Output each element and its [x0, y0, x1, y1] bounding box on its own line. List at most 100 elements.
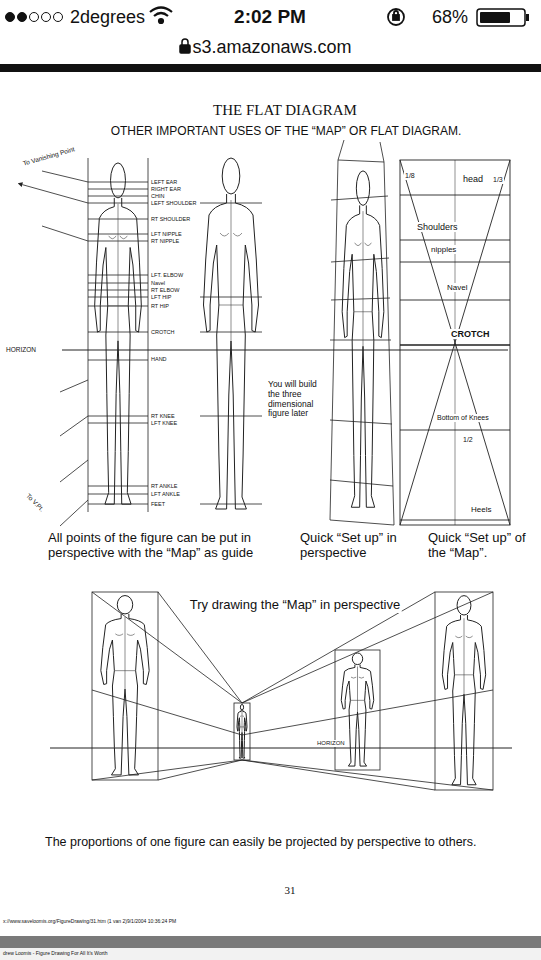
lock-rotation-icon	[394, 11, 398, 15]
map-label: Shoulders	[416, 222, 459, 232]
figure-caption: Quick “Set up” of the “Map”.	[428, 531, 536, 561]
signal-dots	[54, 13, 63, 22]
page-number: 31	[285, 884, 296, 897]
part-label: FEET	[151, 501, 165, 507]
map-diagram	[455, 160, 456, 525]
caption-text: The proportions of one figure can easily…	[45, 835, 477, 849]
map-diagram	[400, 160, 510, 525]
flat-diagram	[20, 158, 262, 526]
footer-title: drew Loomis - Figure Drawing For All It'…	[3, 951, 108, 957]
perspective-setup	[330, 196, 393, 486]
flat-diagram	[60, 460, 88, 482]
url-lock-icon	[180, 39, 190, 53]
part-label: RT ANKLE	[151, 483, 177, 489]
map-figure	[341, 653, 374, 766]
perspective-lines	[92, 592, 493, 790]
lock-rotation-icon	[393, 15, 399, 20]
flat-diagram	[60, 500, 88, 526]
horizon-label: HORIZON	[6, 346, 36, 353]
signal-dots	[42, 13, 51, 22]
perspective-lines	[234, 703, 250, 760]
perspective-setup	[338, 140, 344, 160]
signal-dots	[18, 13, 27, 22]
part-label: HAND	[151, 356, 167, 362]
figure-caption: Quick “Set up” in perspective	[300, 531, 412, 561]
status-bar	[0, 0, 541, 62]
map-label: Heels	[470, 505, 492, 514]
top-rule	[0, 64, 541, 72]
wifi-icon	[150, 8, 172, 24]
flat-diagram	[88, 158, 89, 512]
gray-band	[0, 936, 541, 948]
status-time: 2:02 PM	[234, 6, 306, 28]
part-label: RIGHT EAR	[151, 186, 181, 192]
map-label: Bottom of Knees	[436, 414, 490, 422]
page-title: THE FLAT DIAGRAM	[213, 102, 357, 119]
url-text: s3.amazonaws.com	[192, 37, 351, 58]
battery-icon	[526, 14, 529, 21]
signal-dots	[30, 13, 39, 22]
part-label: RT KNEE	[151, 413, 175, 419]
perspective-setup	[330, 140, 394, 525]
part-label: RT NIPPLE	[151, 238, 179, 244]
carrier-name: 2degrees	[70, 7, 145, 28]
lock-rotation-icon	[388, 9, 404, 25]
note-text: You will build the three dimensional fig…	[268, 380, 326, 419]
battery-percent: 68%	[432, 7, 468, 28]
signal-dots	[6, 13, 15, 22]
map-label: CROTCH	[450, 329, 491, 339]
flat-diagram	[148, 158, 149, 512]
wifi-icon	[159, 19, 163, 23]
flat-diagram	[42, 171, 88, 182]
part-label: LFT KNEE	[151, 420, 177, 426]
part-label: RT SHOULDER	[151, 216, 190, 222]
map-figure	[101, 596, 149, 775]
flat-diagram	[20, 184, 88, 203]
bottom-strip	[0, 948, 541, 960]
part-label: Navel	[151, 280, 165, 286]
map-diagram	[400, 160, 510, 525]
part-label: LEFT SHOULDER	[151, 200, 196, 206]
perspective-figure	[342, 171, 384, 507]
flat-diagram	[42, 226, 88, 241]
part-label: CHIN	[151, 193, 164, 199]
horizon-label: HORIZON	[316, 740, 346, 747]
map-label: Navel	[446, 283, 468, 292]
perspective-setup	[380, 142, 384, 162]
wifi-icon	[150, 8, 172, 13]
map-diagram	[400, 160, 510, 525]
url-lock-icon	[182, 39, 188, 45]
perspective-lines	[92, 592, 158, 780]
perspective-lines	[435, 592, 493, 790]
part-label: RT HIP	[151, 303, 169, 309]
part-label: RT ELBOW	[151, 287, 180, 293]
vanishing-note: To V.Pt.	[25, 492, 46, 513]
part-label: LFT NIPPLE	[151, 231, 182, 237]
flat-figure	[95, 163, 142, 504]
vanishing-note: To Vanishing Point	[22, 145, 75, 167]
signal-dots	[6, 13, 63, 22]
map-label: head	[462, 174, 484, 184]
subtitle: OTHER IMPORTANT USES OF THE “MAP” OR FLA…	[111, 125, 462, 139]
fraction-label: 1/2	[462, 436, 474, 444]
map-diagram	[400, 160, 510, 525]
map-figure	[442, 596, 485, 785]
part-label: LFT HIP	[151, 294, 171, 300]
perspective-lines	[50, 748, 512, 749]
part-label: CROTCH	[151, 329, 175, 335]
figure-caption: All points of the figure can be put in p…	[48, 531, 286, 561]
battery-icon	[477, 9, 525, 26]
map-label: nipples	[430, 245, 457, 254]
flat-diagram	[60, 416, 88, 436]
lock-rotation-icon	[388, 9, 404, 25]
footer-url: x://www.saveloomis.org/FigureDrawing/31.…	[3, 919, 176, 925]
fraction-label: 1/8	[404, 172, 416, 180]
battery-icon	[477, 9, 529, 26]
part-label: LEFT EAR	[151, 179, 177, 185]
perspective-lines	[50, 592, 512, 790]
perspective-lines	[335, 650, 380, 770]
wifi-icon	[154, 13, 168, 16]
horizon-line	[62, 350, 508, 351]
